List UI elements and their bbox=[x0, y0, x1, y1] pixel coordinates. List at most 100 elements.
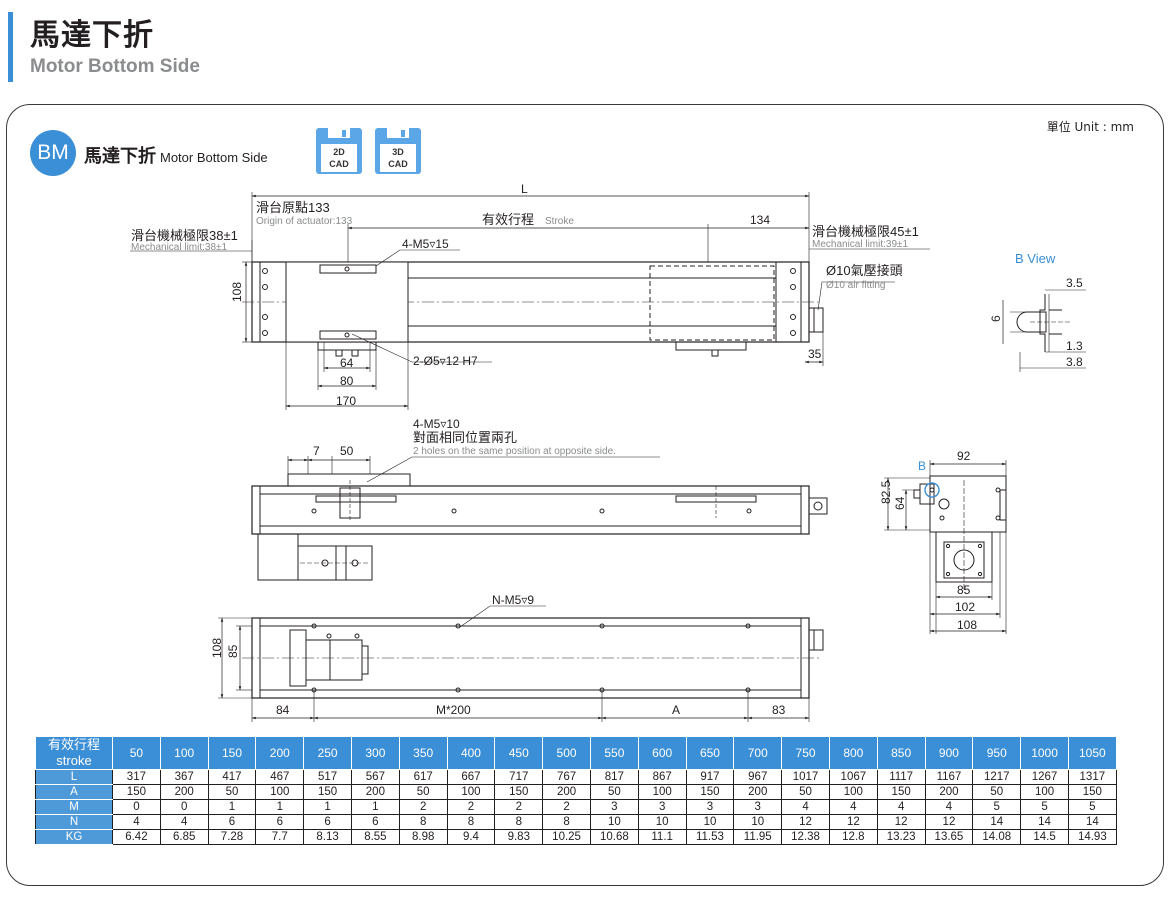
end-dim-82.5: 82.5 bbox=[879, 480, 893, 504]
header-accent-bar bbox=[8, 12, 13, 82]
table-cell: 100 bbox=[637, 784, 687, 800]
stroke-header-cn: 有效行程 bbox=[47, 737, 100, 752]
table-cell: 14 bbox=[1020, 814, 1069, 830]
stroke-col: 950 bbox=[972, 736, 1022, 770]
drawing-frame bbox=[6, 104, 1164, 886]
table-cell: 1 bbox=[207, 799, 257, 815]
table-cell: 12 bbox=[876, 814, 926, 830]
table-cell: 1 bbox=[255, 799, 305, 815]
unit-label: 單位 Unit : mm bbox=[1046, 120, 1134, 134]
side-dim-7: 7 bbox=[313, 444, 320, 458]
table-cell: 5 bbox=[972, 799, 1022, 815]
table-cell: 100 bbox=[1020, 784, 1069, 800]
stroke-col: 550 bbox=[589, 736, 639, 770]
bottom-dim-M: M*200 bbox=[436, 703, 471, 717]
table-cell: 0 bbox=[112, 799, 161, 815]
page-subtitle: Motor Bottom Side bbox=[30, 56, 200, 77]
dim-80: 80 bbox=[340, 374, 354, 388]
bottom-tap-label: N-M5▿9 bbox=[492, 593, 534, 607]
table-cell: 13.65 bbox=[924, 829, 974, 845]
table-cell: 50 bbox=[398, 784, 448, 800]
dim-L: L bbox=[521, 182, 528, 196]
table-cell: 150 bbox=[1067, 784, 1117, 800]
end-dim-108: 108 bbox=[957, 618, 977, 632]
end-view bbox=[884, 460, 1007, 634]
table-cell: 10 bbox=[685, 814, 735, 830]
table-cell: 200 bbox=[350, 784, 400, 800]
table-cell: 4 bbox=[924, 799, 974, 815]
section-title-cn: 馬達下折 bbox=[84, 146, 156, 167]
section-badge: BM bbox=[30, 130, 76, 176]
table-cell: 8 bbox=[494, 814, 544, 830]
table-cell: 467 bbox=[255, 769, 305, 785]
dim-170: 170 bbox=[336, 394, 356, 408]
table-cell: 3 bbox=[733, 799, 783, 815]
table-cell: 9.4 bbox=[446, 829, 496, 845]
stroke-col: 200 bbox=[255, 736, 305, 770]
b-view bbox=[1002, 289, 1086, 372]
stroke-col: 350 bbox=[398, 736, 448, 770]
table-cell: 150 bbox=[685, 784, 735, 800]
table-cell: 13.23 bbox=[876, 829, 926, 845]
table-cell: 8.13 bbox=[303, 829, 352, 845]
table-cell: 6 bbox=[207, 814, 257, 830]
table-cell: 7.7 bbox=[255, 829, 305, 845]
table-cell: 767 bbox=[542, 769, 591, 785]
side-dim-50: 50 bbox=[340, 444, 354, 458]
table-cell: 11.95 bbox=[733, 829, 783, 845]
side-view bbox=[251, 456, 828, 581]
table-cell: 2 bbox=[446, 799, 496, 815]
table-cell: 4 bbox=[781, 799, 830, 815]
table-cell: 12.8 bbox=[828, 829, 878, 845]
table-cell: 6 bbox=[350, 814, 400, 830]
end-view-b-marker: B bbox=[918, 459, 926, 473]
table-cell: 1 bbox=[303, 799, 352, 815]
table-cell: 2 bbox=[542, 799, 591, 815]
table-cell: 1067 bbox=[828, 769, 878, 785]
table-cell: 10.25 bbox=[542, 829, 591, 845]
stroke-col: 800 bbox=[828, 736, 878, 770]
stroke-col: 100 bbox=[159, 736, 209, 770]
left-limit-en: Mechanical limit:38±1 bbox=[131, 242, 228, 253]
table-cell: 12 bbox=[781, 814, 830, 830]
stroke-col: 900 bbox=[924, 736, 974, 770]
table-cell: 50 bbox=[972, 784, 1022, 800]
table-cell: 4 bbox=[828, 799, 878, 815]
table-cell: 14 bbox=[972, 814, 1022, 830]
row-label: L bbox=[35, 769, 113, 785]
table-cell: 14.5 bbox=[1020, 829, 1069, 845]
stroke-col: 250 bbox=[303, 736, 352, 770]
table-cell: 617 bbox=[398, 769, 448, 785]
dim-35: 35 bbox=[808, 347, 822, 361]
table-cell: 1217 bbox=[972, 769, 1022, 785]
stroke-col: 750 bbox=[781, 736, 830, 770]
table-cell: 10 bbox=[589, 814, 639, 830]
stroke-col: 300 bbox=[350, 736, 400, 770]
table-cell: 517 bbox=[303, 769, 352, 785]
table-cell: 50 bbox=[207, 784, 257, 800]
cad-3d-line2: CAD bbox=[388, 159, 408, 169]
b-view-title: B View bbox=[1015, 251, 1056, 266]
table-cell: 10.68 bbox=[589, 829, 639, 845]
bottom-view bbox=[218, 605, 824, 722]
table-cell: 200 bbox=[924, 784, 974, 800]
origin-label-cn: 滑台原點133 bbox=[256, 200, 330, 215]
table-cell: 12 bbox=[828, 814, 878, 830]
stroke-col: 150 bbox=[207, 736, 257, 770]
table-cell: 2 bbox=[494, 799, 544, 815]
end-dim-102: 102 bbox=[955, 600, 975, 614]
table-cell: 14.93 bbox=[1067, 829, 1117, 845]
cad-2d-line1: 2D bbox=[333, 147, 345, 157]
pin-label: 2-Ø5▿12 H7 bbox=[413, 354, 478, 368]
page-title: 馬達下折 bbox=[30, 18, 154, 53]
origin-label-en: Origin of actuator:133 bbox=[256, 216, 353, 227]
table-cell: 2 bbox=[398, 799, 448, 815]
side-tap-line2: 對面相同位置兩孔 bbox=[413, 430, 517, 445]
